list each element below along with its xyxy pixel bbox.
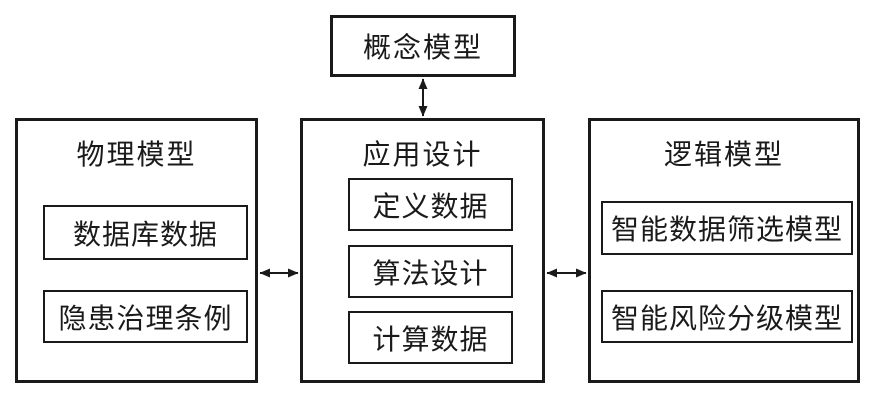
concept-model-label: 概念模型: [362, 33, 483, 64]
physical-model-item-database-data: 数据库数据: [43, 205, 248, 260]
logical-model-box: 逻辑模型 智能数据筛选模型 智能风险分级模型: [588, 118, 860, 383]
item-label: 定义数据: [372, 191, 489, 223]
item-label: 智能数据筛选模型: [610, 215, 843, 246]
item-label: 智能风险分级模型: [610, 303, 843, 335]
item-label: 数据库数据: [72, 219, 218, 251]
logical-model-title: 逻辑模型: [663, 140, 784, 171]
application-design-title: 应用设计: [362, 140, 483, 171]
physical-model-title: 物理模型: [76, 140, 197, 171]
physical-model-item-hazard-regulations: 隐患治理条例: [43, 290, 248, 343]
application-design-item-algorithm-design: 算法设计: [348, 245, 513, 298]
physical-model-box: 物理模型 数据库数据 隐患治理条例: [15, 118, 258, 383]
application-design-box: 应用设计 定义数据 算法设计 计算数据: [300, 118, 545, 383]
item-label: 算法设计: [372, 258, 489, 290]
logical-model-item-risk-grading-model: 智能风险分级模型: [601, 290, 853, 343]
application-design-item-compute-data: 计算数据: [348, 311, 513, 364]
item-label: 隐患治理条例: [58, 303, 233, 335]
concept-model-box: 概念模型: [330, 15, 516, 77]
application-design-item-define-data: 定义数据: [348, 178, 513, 231]
item-label: 计算数据: [372, 324, 489, 356]
logical-model-item-data-filter-model: 智能数据筛选模型: [601, 201, 853, 255]
